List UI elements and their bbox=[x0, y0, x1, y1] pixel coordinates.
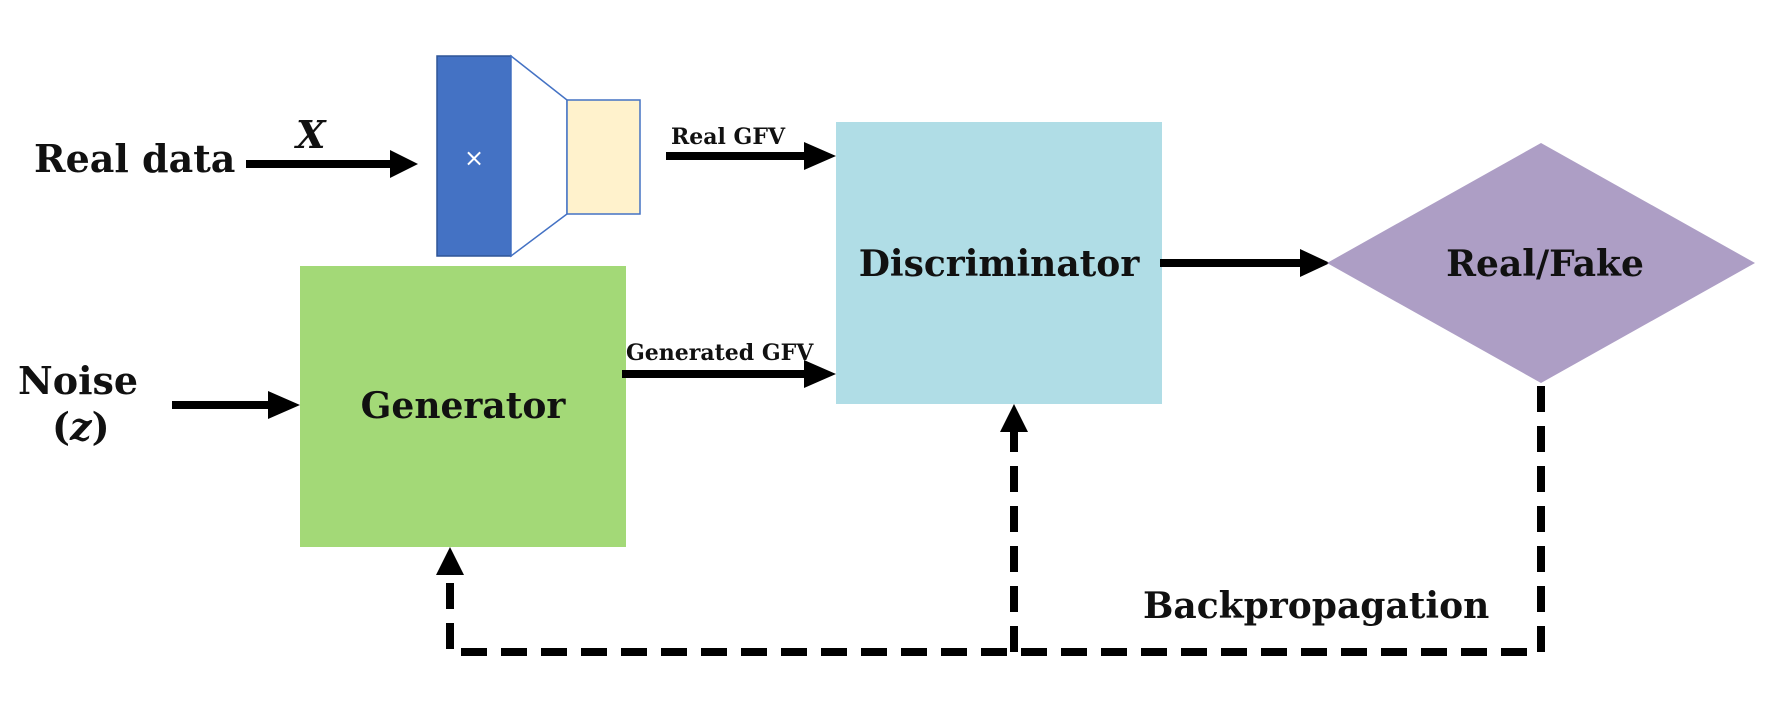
arrow-discriminator-to-decision bbox=[1160, 249, 1330, 277]
arrow-generated-gfv-to-discriminator bbox=[622, 360, 836, 388]
arrow-noise-to-generator bbox=[172, 391, 300, 419]
generator-block: Generator bbox=[300, 266, 626, 547]
backpropagation-path bbox=[436, 386, 1545, 656]
arrow-real-gfv-to-discriminator bbox=[666, 142, 836, 170]
encoder-close-icon: × bbox=[464, 144, 484, 172]
discriminator-box bbox=[836, 122, 1162, 404]
discriminator-block: Discriminator bbox=[836, 122, 1162, 404]
real-fake-label: Real/Fake bbox=[1446, 243, 1644, 285]
arrow-real-data-to-encoder bbox=[246, 150, 418, 178]
encoder-output-layer bbox=[566, 99, 641, 215]
noise-z-label: (z) bbox=[52, 404, 110, 449]
noise-label: Noise bbox=[18, 358, 138, 403]
encoder-block: × bbox=[436, 54, 641, 258]
backprop-arrowhead-discriminator bbox=[1000, 404, 1028, 432]
backpropagation-label: Backpropagation bbox=[1143, 585, 1489, 627]
real-fake-decision: Real/Fake bbox=[1327, 143, 1755, 383]
backprop-arrowhead-generator bbox=[436, 547, 464, 575]
generator-box bbox=[300, 266, 626, 547]
decision-diamond bbox=[1327, 143, 1755, 383]
real-gfv-label: Real GFV bbox=[671, 124, 786, 150]
discriminator-label: Discriminator bbox=[859, 243, 1141, 285]
generated-gfv-label: Generated GFV bbox=[626, 340, 814, 366]
x-input-label: X bbox=[294, 112, 327, 157]
generator-label: Generator bbox=[361, 385, 567, 427]
encoder-funnel bbox=[510, 54, 568, 258]
real-data-label: Real data bbox=[34, 136, 235, 181]
backprop-dashed-line bbox=[446, 386, 1545, 656]
